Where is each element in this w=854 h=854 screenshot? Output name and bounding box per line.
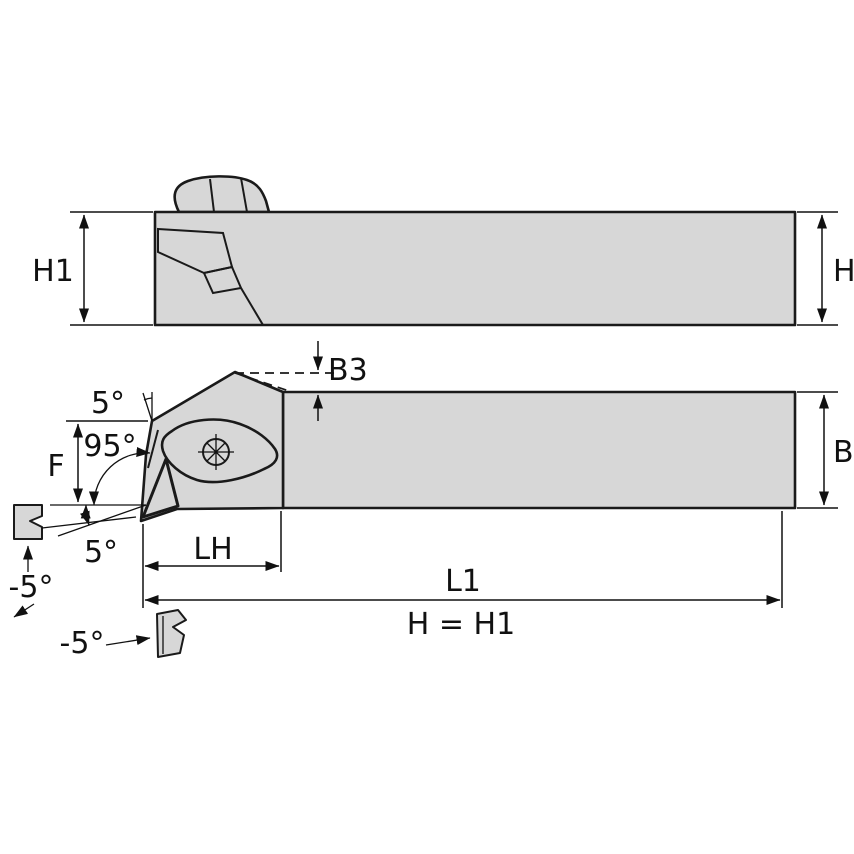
note-height-equality: H = H1 xyxy=(407,607,515,642)
shank-front-view xyxy=(281,390,797,510)
rake-angle-arc xyxy=(143,397,153,401)
dim-label-h1: H1 xyxy=(32,254,74,289)
clamp-top-profile xyxy=(173,175,271,214)
edge-section-detail-left xyxy=(13,504,43,540)
head-boundary-line xyxy=(240,287,264,326)
insert-clamp xyxy=(160,418,279,484)
dim-label-b3: B3 xyxy=(328,353,368,388)
top-view: H1 H xyxy=(32,175,854,327)
dim-label-h: H xyxy=(833,254,854,289)
shank-top-view xyxy=(153,210,797,327)
angle-label-5-bottom: 5° xyxy=(84,535,118,570)
clamp-top-split-line xyxy=(209,178,215,213)
neg5-left-arrow xyxy=(13,603,35,618)
insert-slope-hidden-line xyxy=(234,372,293,393)
dim-label-lh: LH xyxy=(193,532,232,567)
lead-angle-arc xyxy=(88,446,151,506)
clearance-angle-arc xyxy=(80,504,91,526)
angle-label-5-top: 5° xyxy=(91,386,125,421)
insert-section-detail-bottom xyxy=(156,609,187,658)
angle-label-neg5-bottom: -5° xyxy=(60,626,105,661)
screw-crosshair-icon xyxy=(198,434,234,470)
neg5-bottom-leader xyxy=(105,635,151,646)
clamp-top-edge-line xyxy=(240,177,248,213)
insert-tip xyxy=(141,457,180,519)
dim-label-l1: L1 xyxy=(445,564,481,599)
rake-edge-line xyxy=(142,392,153,422)
angle-label-neg5-left: -5° xyxy=(9,570,54,605)
angle-label-95: 95° xyxy=(83,429,136,464)
edge-section-leader-line xyxy=(41,516,137,529)
dim-label-f: F xyxy=(47,449,64,484)
dim-label-b: B xyxy=(833,435,854,470)
front-view: B3 B 95° 5° F 5° -5° -5° xyxy=(9,341,854,661)
